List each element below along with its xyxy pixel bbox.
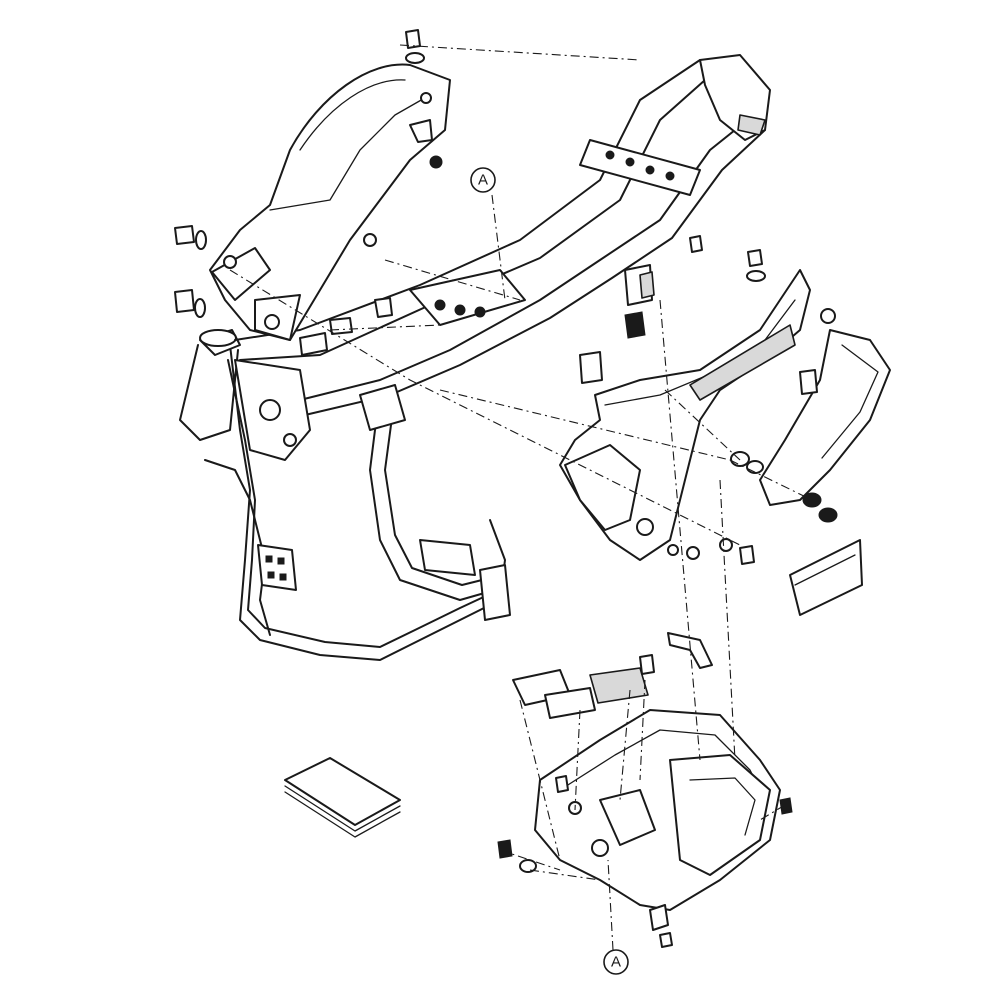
top-left-fasteners — [174, 29, 443, 318]
callout-a-upper-label: A — [478, 172, 488, 189]
leader-lines — [229, 44, 813, 951]
owners-manual-booklet — [284, 757, 401, 838]
battery-straps-and-pads — [497, 632, 793, 873]
motorcycle-frame — [179, 54, 771, 661]
right-panel-and-fasteners — [624, 235, 891, 565]
label-card-right — [789, 539, 863, 616]
callout-a-upper: A — [470, 167, 496, 193]
rear-fender-assembly — [534, 709, 781, 948]
left-fuel-tank-cover — [209, 63, 451, 341]
callout-a-lower: A — [603, 949, 629, 975]
right-side-cover — [559, 269, 811, 561]
callout-a-lower-label: A — [611, 954, 621, 971]
